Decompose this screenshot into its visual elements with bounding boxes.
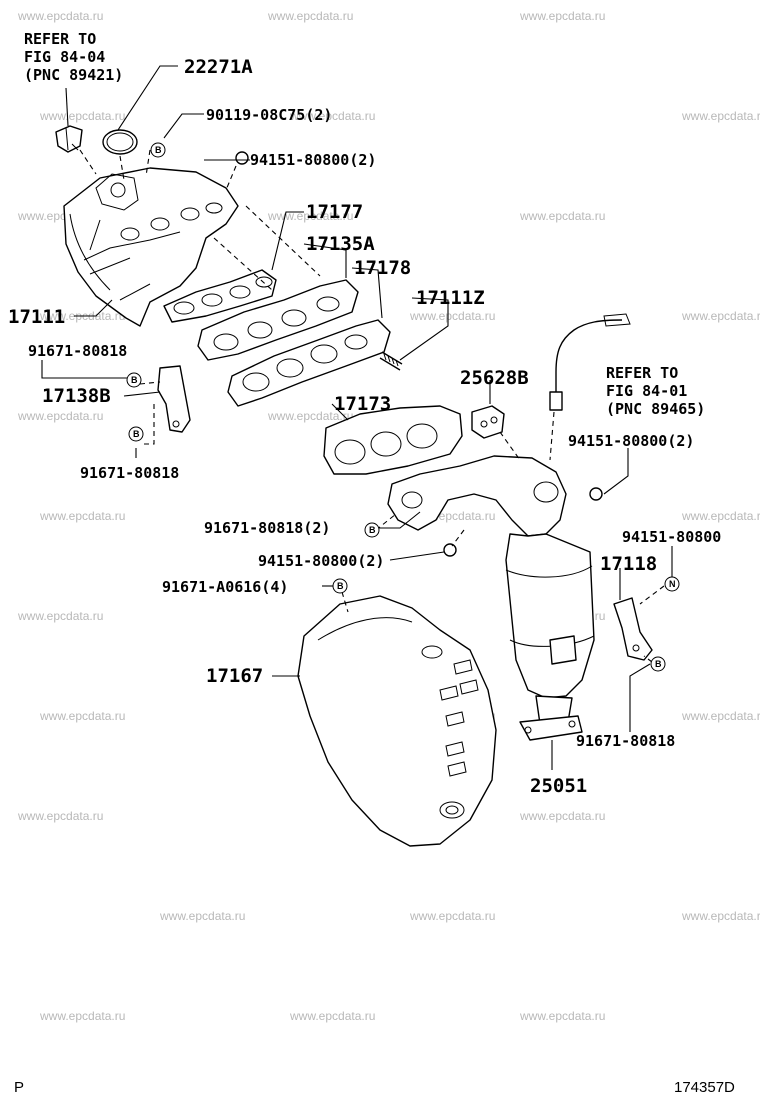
watermark: www.epcdata.ru bbox=[289, 1009, 375, 1023]
intake-sensor-part bbox=[55, 125, 83, 153]
intake-manifold-17111-part[interactable] bbox=[63, 167, 239, 327]
watermark: www.epcdata.ru bbox=[159, 909, 245, 923]
watermark: www.epcdata.ru bbox=[409, 909, 495, 923]
bolt-symbol-letter: B bbox=[133, 429, 140, 439]
label-91671-c[interactable]: 91671-80818(2) bbox=[204, 519, 330, 537]
diagram-code: 174357D bbox=[674, 1079, 735, 1096]
refer-sensor-line1: REFER TO bbox=[606, 364, 678, 382]
label-91671-A0616[interactable]: 91671-A0616(4) bbox=[162, 578, 288, 596]
label-22271A[interactable]: 22271A bbox=[184, 56, 253, 78]
bolt-symbol-17138B-bottom: B bbox=[128, 426, 144, 442]
gasket-17173-part[interactable] bbox=[323, 405, 463, 475]
bracket-17138B-part[interactable] bbox=[157, 365, 191, 433]
label-17178[interactable]: 17178 bbox=[354, 257, 411, 279]
label-17111Z[interactable]: 17111Z bbox=[416, 287, 485, 309]
oxygen-sensor-part bbox=[549, 313, 631, 411]
label-94151-right[interactable]: 94151-80800(2) bbox=[568, 432, 694, 450]
refer-sensor-note[interactable]: REFER TO FIG 84-01 (PNC 89465) bbox=[606, 364, 705, 418]
watermark: www.epcdata.ru bbox=[39, 709, 125, 723]
bolt-symbol-exhaust-flange: B bbox=[364, 522, 380, 538]
refer-intake-line3: (PNC 89421) bbox=[24, 66, 123, 84]
nut-symbol-17118: N bbox=[664, 576, 680, 592]
bolt-symbol-letter: B bbox=[131, 375, 138, 385]
leader-lines bbox=[41, 65, 673, 770]
stud-17111Z-part[interactable] bbox=[379, 351, 403, 371]
part-labels: 22271A 90119-08C75(2) 94151-80800(2) 171… bbox=[8, 56, 721, 797]
watermark: www.epcdata.ru bbox=[519, 809, 605, 823]
watermark: www.epcdata.ru bbox=[409, 309, 495, 323]
bolt-symbol-17118: B bbox=[650, 656, 666, 672]
label-17135A[interactable]: 17135A bbox=[306, 233, 375, 255]
gasket-22271A-part[interactable] bbox=[102, 129, 138, 155]
bolt-symbol-letter: B bbox=[155, 145, 162, 155]
watermark: www.epcdata.ru bbox=[681, 709, 760, 723]
nut-symbol-letter: N bbox=[669, 579, 676, 589]
gasket-25628B-part[interactable] bbox=[471, 405, 505, 439]
watermark: www.epcdata.ru bbox=[681, 909, 760, 923]
watermark: www.epcdata.ru bbox=[519, 9, 605, 23]
label-91671-d[interactable]: 91671-80818 bbox=[576, 732, 675, 750]
label-94151-top[interactable]: 94151-80800(2) bbox=[250, 151, 376, 169]
label-17177[interactable]: 17177 bbox=[306, 201, 363, 223]
gasket-17178-part[interactable] bbox=[227, 319, 391, 407]
label-17111[interactable]: 17111 bbox=[8, 306, 65, 328]
watermark: www.epcdata.ru bbox=[681, 109, 760, 123]
bracket-17118-part[interactable] bbox=[613, 597, 653, 661]
watermark: www.epcdata.ru bbox=[39, 1009, 125, 1023]
watermark: www.epcdata.ru bbox=[17, 9, 103, 23]
exhaust-manifold-25051-part[interactable] bbox=[387, 455, 595, 741]
refer-intake-line1: REFER TO bbox=[24, 30, 96, 48]
bolt-symbol-17138B-top: B bbox=[126, 372, 142, 388]
watermark: www.epcdata.ru bbox=[39, 509, 125, 523]
bolt-symbol-letter: B bbox=[369, 525, 376, 535]
watermark: www.epcdata.ru bbox=[681, 309, 760, 323]
label-91671-b[interactable]: 91671-80818 bbox=[80, 464, 179, 482]
label-94151-n[interactable]: 94151-80800 bbox=[622, 528, 721, 546]
hardware-parts bbox=[235, 151, 603, 557]
watermark-grid: www.epcdata.ru www.epcdata.ru www.epcdat… bbox=[17, 9, 760, 1023]
label-17138B[interactable]: 17138B bbox=[42, 385, 111, 407]
watermark: www.epcdata.ru bbox=[519, 209, 605, 223]
label-17167[interactable]: 17167 bbox=[206, 665, 263, 687]
label-17173[interactable]: 17173 bbox=[334, 393, 391, 415]
refer-intake-note[interactable]: REFER TO FIG 84-04 (PNC 89421) bbox=[24, 30, 123, 84]
label-17118[interactable]: 17118 bbox=[600, 553, 657, 575]
watermark: www.epcdata.ru bbox=[17, 609, 103, 623]
bolt-symbol-letter: B bbox=[337, 581, 344, 591]
watermark: www.epcdata.ru bbox=[267, 409, 353, 423]
watermark: www.epcdata.ru bbox=[267, 9, 353, 23]
label-94151-mid[interactable]: 94151-80800(2) bbox=[258, 552, 384, 570]
watermark: www.epcdata.ru bbox=[519, 1009, 605, 1023]
bolt-symbol-insulator: B bbox=[332, 578, 348, 594]
label-91671-a[interactable]: 91671-80818 bbox=[28, 342, 127, 360]
watermark: www.epcdata.ru bbox=[17, 809, 103, 823]
label-25628B[interactable]: 25628B bbox=[460, 367, 529, 389]
refer-intake-line2: FIG 84-04 bbox=[24, 48, 105, 66]
watermark: www.epcdata.ru bbox=[289, 109, 375, 123]
watermark: www.epcdata.ru bbox=[681, 509, 760, 523]
watermark: www.epcdata.ru bbox=[17, 409, 103, 423]
bolt-symbol-letter: B bbox=[655, 659, 662, 669]
heat-insulator-17167-part[interactable] bbox=[297, 595, 497, 847]
bolt-symbol-90119: B bbox=[150, 142, 166, 158]
gasket-17135A-part[interactable] bbox=[197, 279, 359, 361]
watermark: www.epcdata.ru bbox=[39, 109, 125, 123]
refer-sensor-line2: FIG 84-01 bbox=[606, 382, 687, 400]
label-25051[interactable]: 25051 bbox=[530, 775, 587, 797]
corner-code-left: P bbox=[14, 1079, 24, 1096]
label-90119[interactable]: 90119-08C75(2) bbox=[206, 106, 332, 124]
gasket-17177-part[interactable] bbox=[163, 269, 277, 323]
refer-sensor-line3: (PNC 89465) bbox=[606, 400, 705, 418]
